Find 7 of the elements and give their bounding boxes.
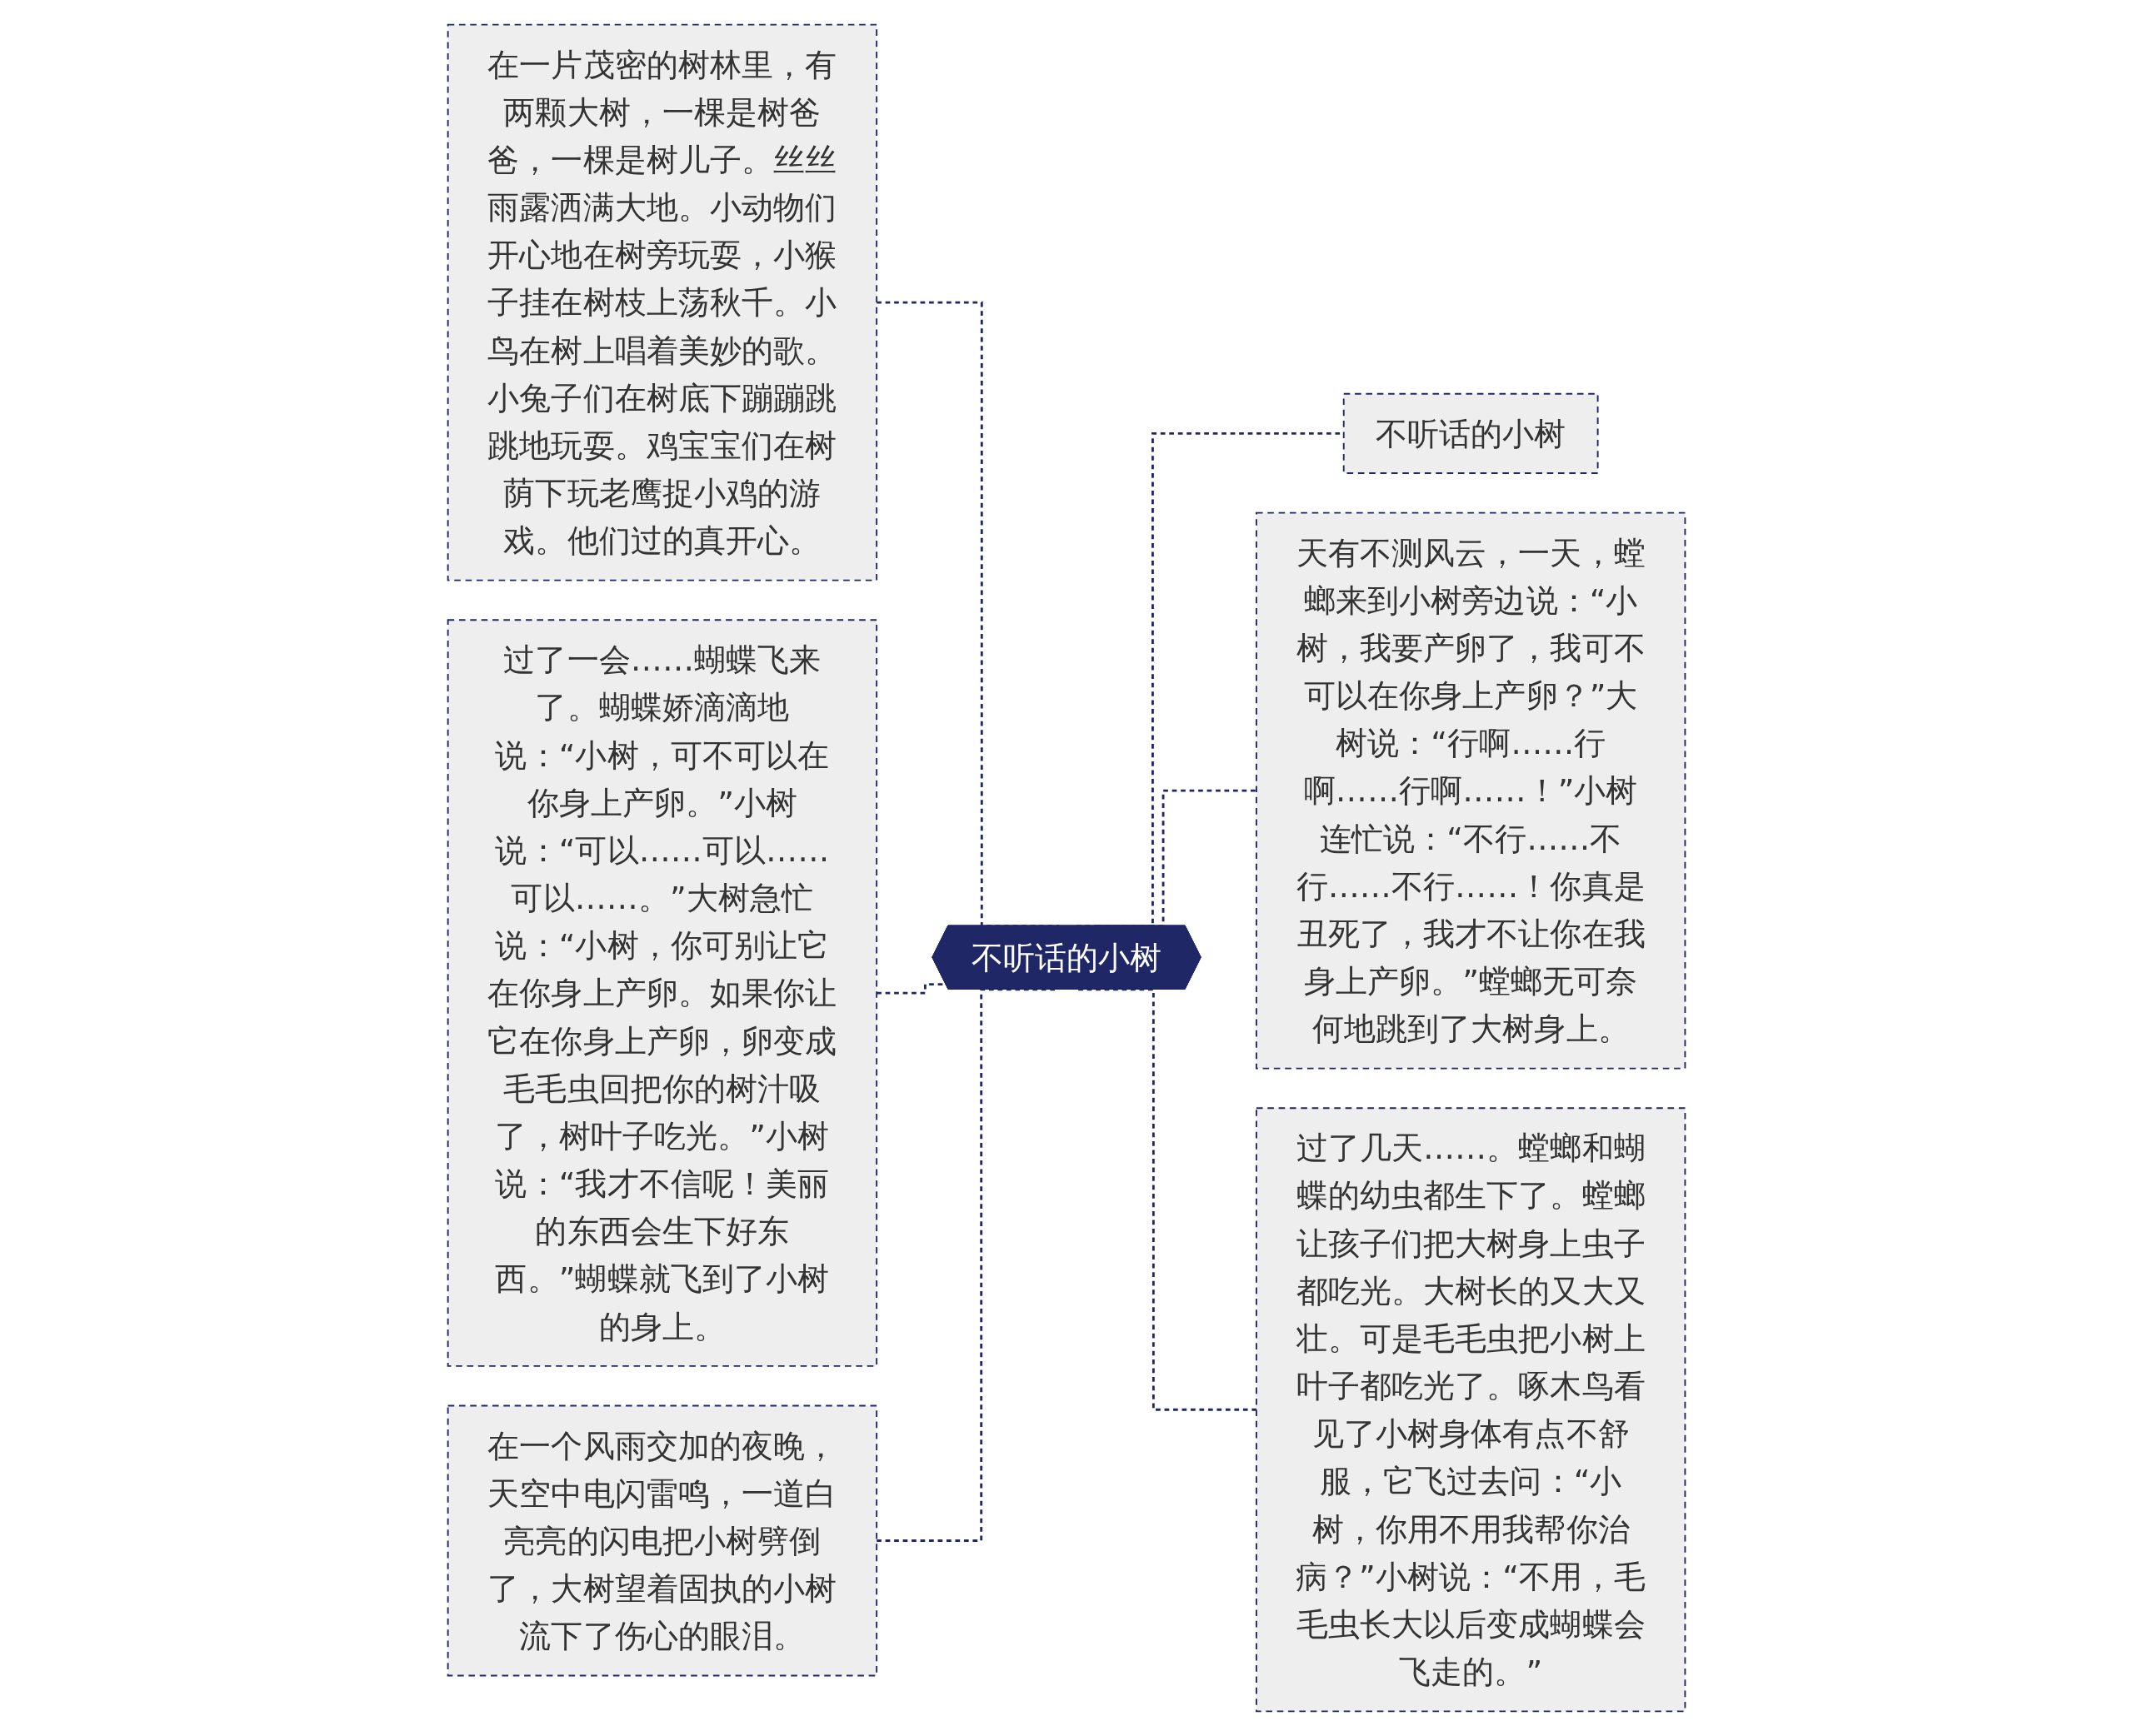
node-box: 过了一会……蝴蝶飞来了。蝴蝶娇滴滴地说：“小树，可不可以在你身上产卵。”小树说：“可以……可以……可以……。”大树急忙说：“小树，你可别让它在你身上产卵。如果你让它在你身上产卵，卵变成毛毛虫回把你的树汁吸了，树叶子吃光。”小树说：“我才不信呢！美丽的东西会生下好东西。”蝴蝶就飞到了小树的身上。: [447, 619, 878, 1367]
node-box: 天有不测风云，一天，螳螂来到小树旁边说：“小树，我要产卵了，我可不可以在你身上产卵？”大树说：“行啊……行啊……行啊……！”小树连忙说：“不行……不行……不行……！你真是丑死了，我才不让你在我身上产卵。”螳螂无可奈何地跳到了大树身上。: [1255, 511, 1686, 1070]
node-box: 在一片茂密的树林里，有两颗大树，一棵是树爸爸，一棵是树儿子。丝丝雨露洒满大地。小动物们开心地在树旁玩耍，小猴子挂在树枝上荡秋千。小鸟在树上唱着美妙的歌。小兔子们在树底下蹦蹦跳跳地玩耍。鸡宝宝们在树荫下玩老鹰捉小鸡的游戏。他们过的真开心。: [447, 23, 878, 581]
node-box: 在一个风雨交加的夜晚，天空中电闪雷鸣，一道白亮亮的闪电把小树劈倒了，大树望着固执的小树流下了伤心的眼泪。: [447, 1404, 878, 1677]
connector: [1078, 988, 1256, 1411]
node-box: 过了几天……。螳螂和蝴蝶的幼虫都生下了。螳螂让孩子们把大树身上虫子都吃光。大树长的又大又壮。可是毛毛虫把小树上叶子都吃光了。啄木鸟看见了小树身体有点不舒服，它飞过去问：“小树，你用不用我帮你治病？”小树说：“不用，毛毛虫长大以后变成蝴蝶会飞走的。”: [1255, 1107, 1686, 1713]
node-box: 不听话的小树: [1342, 392, 1599, 474]
